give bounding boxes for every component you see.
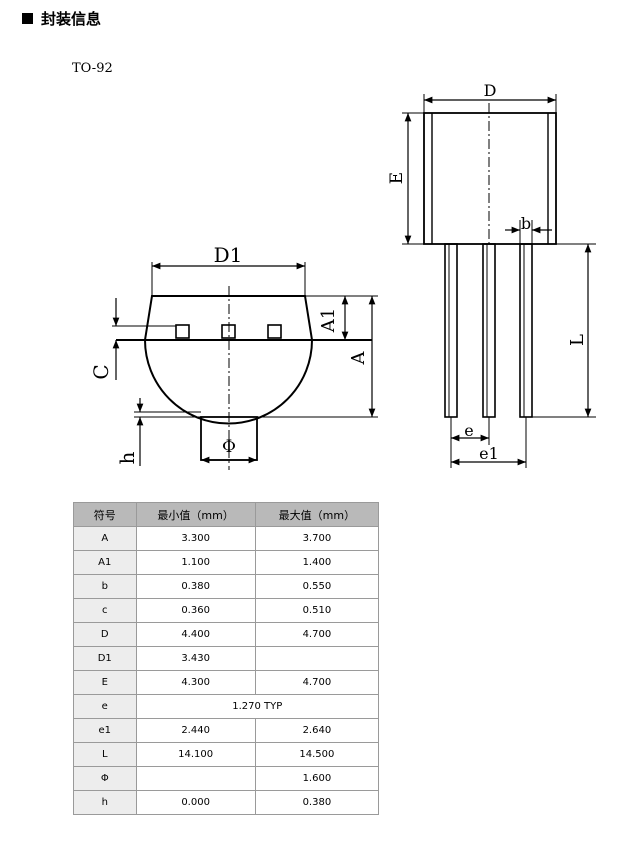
table-row: L 14.100 14.500 <box>73 742 380 767</box>
header-min: 最小值（mm） <box>135 502 256 527</box>
bottom-view <box>112 262 378 470</box>
cell-min: 0.360 <box>135 598 256 623</box>
label-A: A <box>348 351 369 366</box>
label-A1: A1 <box>318 308 339 333</box>
label-h: h <box>115 451 139 464</box>
table-row: D 4.400 4.700 <box>73 622 380 647</box>
cell-min: 14.100 <box>135 742 256 767</box>
table-row: E 4.300 4.700 <box>73 670 380 695</box>
table-row: D1 3.430 <box>73 646 380 671</box>
body-outline <box>143 295 314 425</box>
cell-max: 2.640 <box>254 718 380 743</box>
cell-min: 1.100 <box>135 550 256 575</box>
cell-max: 4.700 <box>254 622 380 647</box>
cell-symbol: b <box>73 574 137 599</box>
table-row: h 0.000 0.380 <box>73 790 380 815</box>
side-lead-1 <box>444 243 458 418</box>
side-lead-2 <box>482 243 496 418</box>
table-row: e 1.270 TYP <box>73 694 380 719</box>
cell-min: 3.300 <box>135 526 256 551</box>
to92-drawing: D1 A1 A C h Φ <box>89 81 596 470</box>
label-phi: Φ <box>222 437 236 457</box>
section-title-text: 封装信息 <box>41 10 102 28</box>
label-D: D <box>484 81 497 100</box>
square-bullet-icon <box>22 13 33 24</box>
cell-max: 1.400 <box>254 550 380 575</box>
cell-max: 14.500 <box>254 742 380 767</box>
package-name: TO-92 <box>72 61 113 76</box>
cell-typ: 1.270 TYP <box>135 694 380 719</box>
label-b: b <box>521 214 531 233</box>
label-e1: e1 <box>479 444 499 463</box>
cell-symbol: c <box>73 598 137 623</box>
cell-symbol: A1 <box>73 550 137 575</box>
table-row: A 3.300 3.700 <box>73 526 380 551</box>
side-view <box>402 94 596 468</box>
cell-symbol: h <box>73 790 137 815</box>
cell-symbol: L <box>73 742 137 767</box>
cell-symbol: e <box>73 694 137 719</box>
cell-symbol: D1 <box>73 646 137 671</box>
cell-symbol: D <box>73 622 137 647</box>
cell-symbol: E <box>73 670 137 695</box>
table-row: e1 2.440 2.640 <box>73 718 380 743</box>
cell-symbol: e1 <box>73 718 137 743</box>
cell-min: 4.400 <box>135 622 256 647</box>
cell-max: 0.510 <box>254 598 380 623</box>
dimension-table: 符号 最小值（mm） 最大值（mm） A 3.300 3.700 A1 1.10… <box>73 502 380 815</box>
cell-min: 4.300 <box>135 670 256 695</box>
table-row: b 0.380 0.550 <box>73 574 380 599</box>
table-row: c 0.360 0.510 <box>73 598 380 623</box>
header-symbol: 符号 <box>73 502 137 527</box>
lead-square-1 <box>175 324 190 339</box>
label-C: C <box>89 364 113 379</box>
side-lead-3 <box>519 243 533 418</box>
cell-max: 3.700 <box>254 526 380 551</box>
table-header-row: 符号 最小值（mm） 最大值（mm） <box>73 502 380 527</box>
label-D1: D1 <box>214 243 243 267</box>
lead-square-3 <box>267 324 282 339</box>
table-row: A1 1.100 1.400 <box>73 550 380 575</box>
cell-symbol: A <box>73 526 137 551</box>
cell-min: 0.380 <box>135 574 256 599</box>
cell-max <box>254 646 380 671</box>
cell-max: 1.600 <box>254 766 380 791</box>
section-title: 封装信息 <box>22 8 101 29</box>
label-L: L <box>567 334 588 346</box>
label-e: e <box>464 421 473 440</box>
cell-min: 3.430 <box>135 646 256 671</box>
cell-max: 0.550 <box>254 574 380 599</box>
table-row: Φ 1.600 <box>73 766 380 791</box>
cell-max: 4.700 <box>254 670 380 695</box>
cell-min: 2.440 <box>135 718 256 743</box>
cell-min: 0.000 <box>135 790 256 815</box>
cell-symbol: Φ <box>73 766 137 791</box>
cell-min <box>135 766 256 791</box>
label-E: E <box>387 172 407 184</box>
header-max: 最大值（mm） <box>254 502 380 527</box>
side-body-outer <box>423 112 557 245</box>
cell-max: 0.380 <box>254 790 380 815</box>
